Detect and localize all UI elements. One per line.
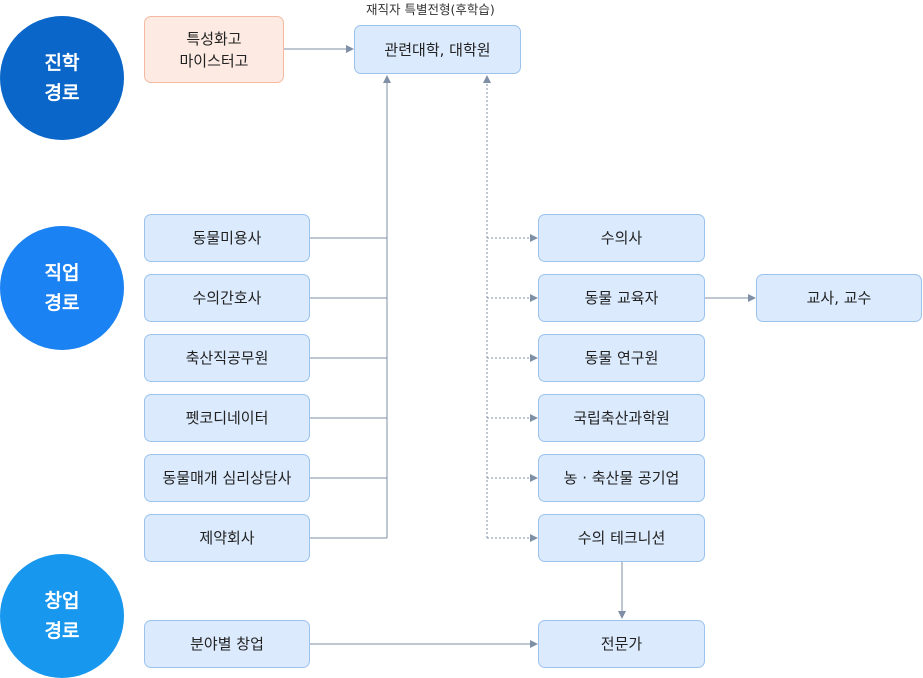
job-box-6: 제약회사 <box>144 514 310 562</box>
job-box-5: 동물매개 심리상담사 <box>144 454 310 502</box>
expert-box: 전문가 <box>538 620 705 668</box>
category-startup: 창업 경로 <box>0 554 124 678</box>
startup-box: 분야별 창업 <box>144 620 310 668</box>
category-employ: 직업 경로 <box>0 226 124 350</box>
category-advance: 진학 경로 <box>0 16 124 140</box>
category-advance-line2: 경로 <box>44 82 80 104</box>
career-box-1: 수의사 <box>538 214 705 262</box>
category-startup-line2: 경로 <box>44 620 80 642</box>
teacher-professor-box: 교사, 교수 <box>756 274 922 322</box>
category-advance-line1: 진학 <box>44 52 80 74</box>
job-box-4: 펫코디네이터 <box>144 394 310 442</box>
target-caption: 재직자 특별전형(후학습) <box>366 2 495 17</box>
specialized-school-line1: 특성화고 <box>186 29 242 48</box>
career-box-5: 농 · 축산물 공기업 <box>538 454 705 502</box>
specialized-school-box: 특성화고 마이스터고 <box>144 16 284 83</box>
category-startup-line1: 창업 <box>44 590 80 612</box>
job-box-2: 수의간호사 <box>144 274 310 322</box>
specialized-school-line2: 마이스터고 <box>179 51 249 70</box>
job-box-3: 축산직공무원 <box>144 334 310 382</box>
category-employ-line2: 경로 <box>44 292 80 314</box>
category-employ-line1: 직업 <box>44 262 80 284</box>
career-box-2: 동물 교육자 <box>538 274 705 322</box>
university-box: 관련대학, 대학원 <box>354 25 521 74</box>
career-box-6: 수의 테크니션 <box>538 514 705 562</box>
career-box-4: 국립축산과학원 <box>538 394 705 442</box>
career-box-3: 동물 연구원 <box>538 334 705 382</box>
job-box-1: 동물미용사 <box>144 214 310 262</box>
